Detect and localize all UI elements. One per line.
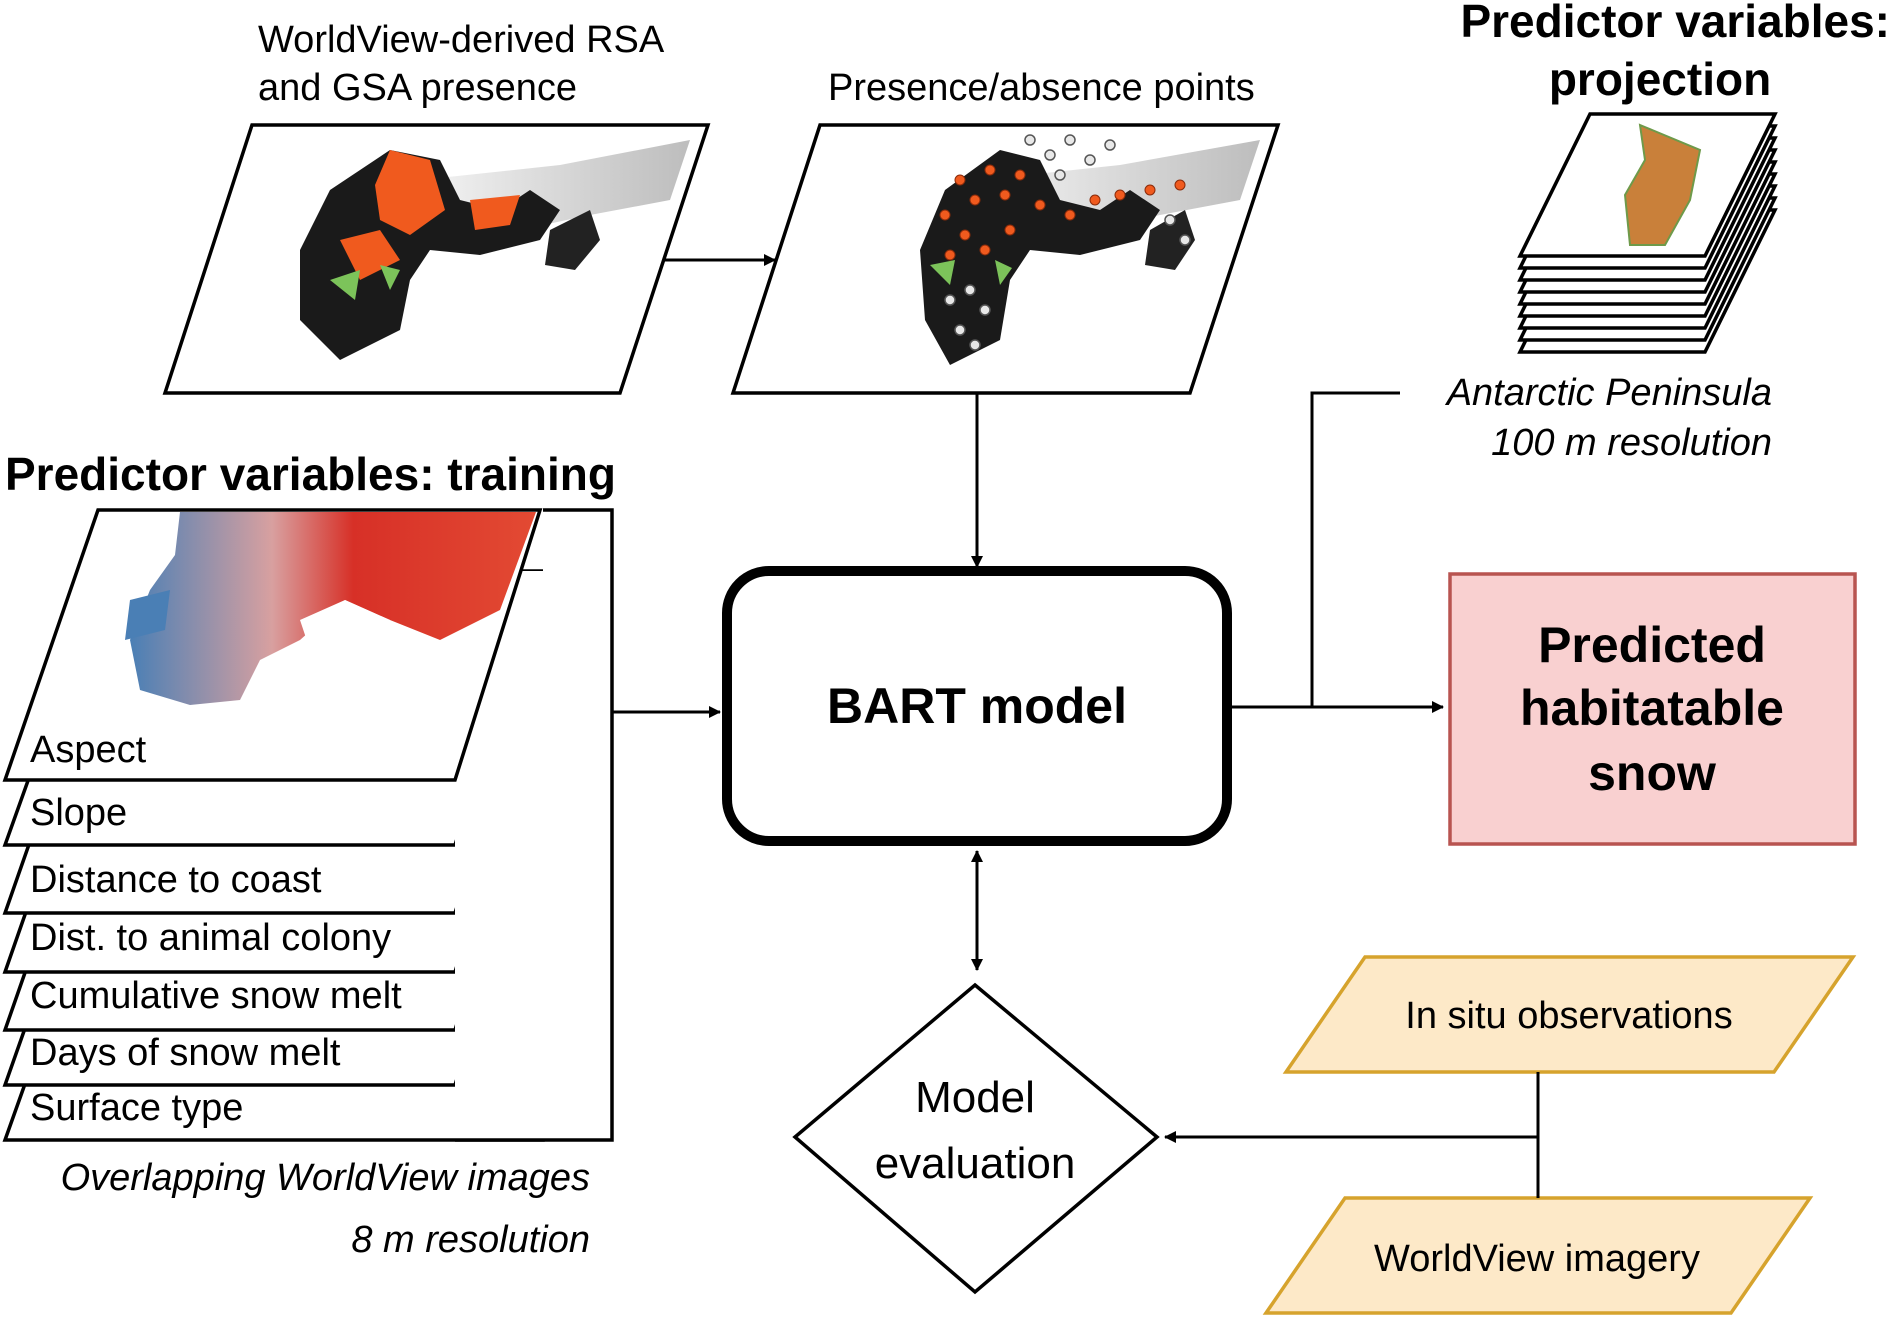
points-map-panel: Presence/absence points xyxy=(730,67,1281,395)
projection-title-line2: projection xyxy=(1549,53,1771,105)
training-title: Predictor variables: training xyxy=(5,448,616,500)
training-caption-line1: Overlapping WorldView images xyxy=(61,1157,590,1199)
bart-model-box: BART model xyxy=(722,566,1232,846)
aspect-map-image xyxy=(125,512,536,705)
layer-label-surface-type: Surface type xyxy=(30,1087,243,1129)
model-evaluation-diamond: Model evaluation xyxy=(792,982,1160,1295)
evaluation-label-line1: Model xyxy=(915,1073,1035,1122)
peninsula-map-image xyxy=(1623,123,1702,246)
in-situ-observations-box: In situ observations xyxy=(1282,955,1857,1074)
worldview-imagery-box: WorldView imagery xyxy=(1262,1196,1814,1315)
bart-model-label: BART model xyxy=(827,678,1127,734)
prediction-label-line3: snow xyxy=(1588,745,1716,801)
layer-label-slope: Slope xyxy=(30,792,127,834)
presence-title-line1: WorldView-derived RSA xyxy=(258,19,665,61)
projection-panel: Predictor variables: projection Antarcti… xyxy=(1445,0,1890,464)
layer-label-cumulative-snow-melt: Cumulative snow melt xyxy=(30,975,402,1017)
presence-map-image xyxy=(300,140,690,360)
layer-label-aspect: Aspect xyxy=(30,729,147,771)
points-map-image xyxy=(920,134,1260,365)
evaluation-label-line2: evaluation xyxy=(875,1139,1076,1188)
prediction-box: Predicted habitatable snow xyxy=(1448,572,1857,846)
points-title: Presence/absence points xyxy=(828,67,1255,109)
projection-connector xyxy=(1310,391,1400,707)
layer-label-distance-to-coast: Distance to coast xyxy=(30,859,322,901)
presence-title-line2: and GSA presence xyxy=(258,67,577,109)
projection-caption-line1: Antarctic Peninsula xyxy=(1445,372,1772,414)
layer-label-days-of-snow-melt: Days of snow melt xyxy=(30,1032,341,1074)
worldview-imagery-label: WorldView imagery xyxy=(1374,1238,1700,1280)
presence-map-panel: WorldView-derived RSA and GSA presence xyxy=(162,19,711,395)
layer-label-dist-animal-colony: Dist. to animal colony xyxy=(30,917,391,959)
prediction-label-line1: Predicted xyxy=(1538,617,1766,673)
training-caption-line2: 8 m resolution xyxy=(351,1219,590,1261)
projection-title-line1: Predictor variables: xyxy=(1460,0,1890,47)
prediction-label-line2: habitatable xyxy=(1520,680,1784,736)
projection-caption-line2: 100 m resolution xyxy=(1491,422,1772,464)
training-panel: Predictor variables: training Aspect Slo… xyxy=(2,448,616,1261)
in-situ-label: In situ observations xyxy=(1405,995,1732,1037)
